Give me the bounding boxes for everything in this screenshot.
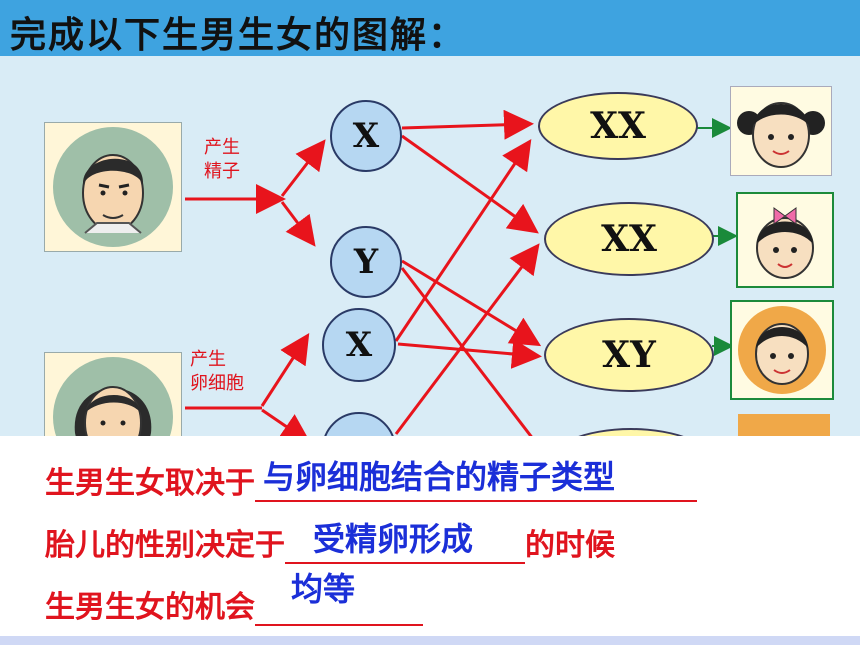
question-3-answer: 均等 <box>291 570 356 608</box>
question-2-blank: 受精卵形成 <box>285 520 525 564</box>
egg1-to-z1-arrow <box>394 139 532 342</box>
egg2-to-z2-arrow <box>394 243 540 435</box>
question-1-blank: 与卵细胞结合的精子类型 <box>255 458 697 502</box>
arrow-layer <box>185 109 738 436</box>
zygote-3: XY <box>544 318 714 392</box>
father-face-icon <box>53 127 173 247</box>
question-2-suffix: 的时候 <box>525 528 615 563</box>
egg1-to-z3-arrow <box>397 338 542 369</box>
mother-to-x2-arrow <box>261 408 311 436</box>
sperm-y-cell: Y <box>330 226 402 298</box>
mother-to-x-arrow <box>260 332 310 407</box>
question-3: 生男生女的机会 均等 <box>45 570 423 626</box>
mother-portrait <box>44 352 182 438</box>
spermx-to-z1-arrow <box>401 109 534 140</box>
question-3-blank: 均等 <box>255 570 423 626</box>
question-2-answer: 受精卵形成 <box>313 520 474 558</box>
question-panel: 生男生女取决于与卵细胞结合的精子类型 胎儿的性别决定于受精卵形成 的时候 生男生女… <box>0 436 860 636</box>
mother-label-line1: 产生 <box>190 349 226 370</box>
father-label-line1: 产生 <box>204 137 240 158</box>
question-2: 胎儿的性别决定于受精卵形成 的时候 <box>45 520 615 564</box>
inheritance-diagram: 产生 精子 产生 卵细胞 X Y X X XX XX XY XY <box>0 56 860 502</box>
child-boy-2 <box>738 414 830 436</box>
question-1-prefix: 生男生女取决于 <box>45 466 255 501</box>
mother-label-line2: 卵细胞 <box>190 373 244 394</box>
title-bar: 完成以下生男生女的图解： <box>0 0 860 56</box>
page-title: 完成以下生男生女的图解： <box>10 15 467 56</box>
bottom-strip <box>0 636 860 645</box>
father-to-y-arrow <box>280 201 316 247</box>
child-girl-2 <box>736 192 834 288</box>
question-1: 生男生女取决于与卵细胞结合的精子类型 <box>45 458 697 502</box>
child-girl-1 <box>730 86 832 176</box>
father-label-line2: 精子 <box>204 161 240 182</box>
boy-face-icon <box>738 306 826 394</box>
father-to-x-arrow <box>280 139 326 197</box>
question-1-answer: 与卵细胞结合的精子类型 <box>263 458 616 496</box>
mother-face-icon <box>53 357 173 437</box>
father-label: 产生 精子 <box>204 136 240 184</box>
sperm-x-cell: X <box>330 100 402 172</box>
child-boy-1 <box>730 300 834 400</box>
father-portrait <box>44 122 182 252</box>
spermy-to-z3-arrow <box>401 259 542 347</box>
egg-x-cell: X <box>322 308 396 382</box>
girl-face-icon <box>737 102 825 168</box>
question-3-prefix: 生男生女的机会 <box>45 590 255 625</box>
question-2-prefix: 胎儿的性别决定于 <box>45 528 285 563</box>
girl-bow-face-icon <box>756 207 814 279</box>
zygote-1: XX <box>538 92 698 160</box>
spermx-to-z2-arrow <box>401 134 539 234</box>
zygote-2: XX <box>544 202 714 276</box>
spermy-to-z4-arrow <box>400 267 533 436</box>
mother-label: 产生 卵细胞 <box>190 348 244 396</box>
